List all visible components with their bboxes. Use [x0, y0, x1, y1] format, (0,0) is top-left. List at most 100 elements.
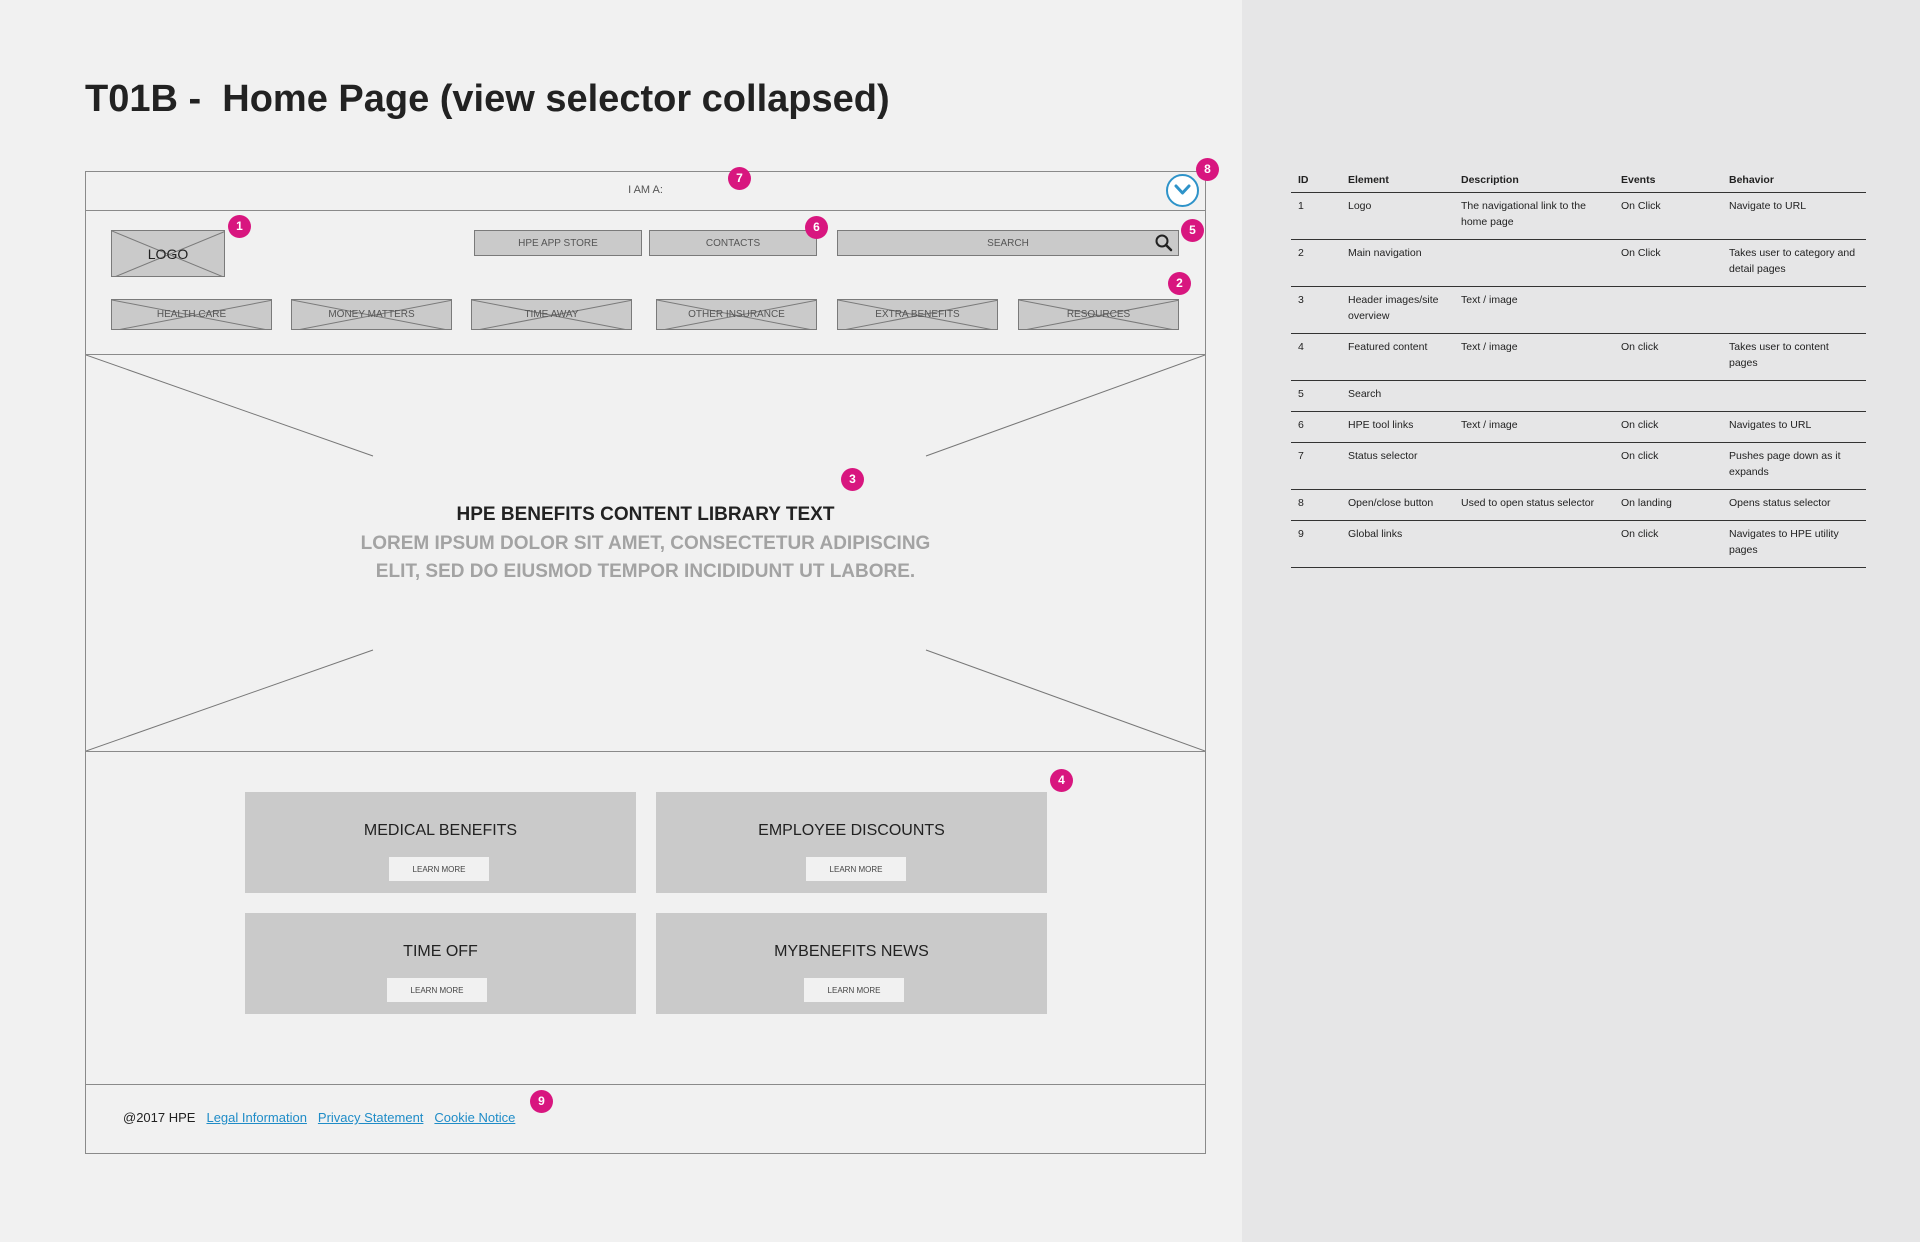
copyright: @2017 HPE	[123, 1110, 196, 1125]
spec-cell: 7	[1291, 442, 1341, 490]
spec-cell: On Click	[1614, 192, 1722, 240]
nav-label: HEALTH CARE	[156, 309, 227, 320]
learn-more-button[interactable]: LEARN MORE	[804, 978, 904, 1002]
divider	[86, 354, 1205, 355]
featured-card[interactable]: EMPLOYEE DISCOUNTS LEARN MORE	[656, 792, 1047, 893]
table-row: 5 Search	[1291, 380, 1866, 412]
table-row: 1 Logo The navigational link to the home…	[1291, 192, 1866, 240]
spec-cell: On click	[1614, 520, 1722, 568]
spec-cell	[1722, 380, 1866, 412]
nav-resources[interactable]: RESOURCES	[1018, 299, 1179, 330]
open-close-button[interactable]	[1166, 174, 1199, 207]
spec-cell: On Click	[1614, 239, 1722, 287]
spec-cell: Open/close button	[1341, 489, 1454, 521]
global-links: @2017 HPE Legal Information Privacy Stat…	[123, 1110, 515, 1125]
annotation-badge: 7	[728, 167, 751, 190]
spec-cell	[1614, 380, 1722, 412]
annotation-badge: 4	[1050, 769, 1073, 792]
spec-cell: 9	[1291, 520, 1341, 568]
tool-link-app-store[interactable]: HPE APP STORE	[474, 230, 642, 256]
annotation-badge: 6	[805, 216, 828, 239]
spec-cell: Used to open status selector	[1454, 489, 1614, 521]
logo-label: LOGO	[147, 245, 189, 262]
spec-cell: Featured content	[1341, 333, 1454, 381]
spec-cell: Logo	[1341, 192, 1454, 240]
nav-time-away[interactable]: TIME AWAY	[471, 299, 632, 330]
spec-cell: Global links	[1341, 520, 1454, 568]
legal-information-link[interactable]: Legal Information	[206, 1110, 307, 1125]
card-title: MEDICAL BENEFITS	[363, 822, 518, 839]
nav-label: EXTRA BENEFITS	[875, 309, 960, 320]
spec-cell: 4	[1291, 333, 1341, 381]
spec-header: Behavior	[1722, 170, 1866, 193]
learn-more-button[interactable]: LEARN MORE	[389, 857, 489, 881]
logo[interactable]: LOGO	[111, 230, 225, 277]
spec-header: Element	[1341, 170, 1454, 193]
featured-card[interactable]: MEDICAL BENEFITS LEARN MORE	[245, 792, 636, 893]
divider	[86, 1084, 1205, 1085]
spec-cell	[1454, 380, 1614, 412]
spec-cell	[1454, 239, 1614, 287]
spec-cell: Text / image	[1454, 286, 1614, 334]
spec-cell: Takes user to content pages	[1722, 333, 1866, 381]
annotation-badge: 3	[841, 468, 864, 491]
spec-cell: Search	[1341, 380, 1454, 412]
featured-card[interactable]: TIME OFF LEARN MORE	[245, 913, 636, 1014]
search-input[interactable]: SEARCH	[837, 230, 1179, 256]
featured-card[interactable]: MYBENEFITS NEWS LEARN MORE	[656, 913, 1047, 1014]
learn-more-button[interactable]: LEARN MORE	[387, 978, 487, 1002]
spec-cell: HPE tool links	[1341, 411, 1454, 443]
nav-other-insurance[interactable]: OTHER INSURANCE	[656, 299, 817, 330]
spec-header: Events	[1614, 170, 1722, 193]
table-row: 4 Featured content Text / image On click…	[1291, 333, 1866, 381]
annotation-badge: 8	[1196, 158, 1219, 181]
search-icon[interactable]	[1154, 233, 1174, 253]
annotation-badge: 5	[1181, 219, 1204, 242]
nav-money-matters[interactable]: MONEY MATTERS	[291, 299, 452, 330]
annotation-badge: 1	[228, 215, 251, 238]
table-row: 8 Open/close button Used to open status …	[1291, 489, 1866, 521]
spec-cell: On click	[1614, 442, 1722, 490]
divider	[86, 210, 1205, 211]
spec-cell	[1454, 520, 1614, 568]
cookie-notice-link[interactable]: Cookie Notice	[434, 1110, 516, 1125]
table-row: 9 Global links On click Navigates to HPE…	[1291, 520, 1866, 568]
page-title: T01B - Home Page (view selector collapse…	[85, 78, 890, 120]
spec-cell: 1	[1291, 192, 1341, 240]
hero-heading: HPE BENEFITS CONTENT LIBRARY TEXT	[456, 504, 835, 525]
tool-link-contacts[interactable]: CONTACTS	[649, 230, 817, 256]
divider	[86, 751, 1205, 752]
hero-image: HPE BENEFITS CONTENT LIBRARY TEXT LOREM …	[85, 354, 1206, 752]
privacy-statement-link[interactable]: Privacy Statement	[317, 1110, 424, 1125]
spec-cell	[1454, 442, 1614, 490]
spec-cell: Main navigation	[1341, 239, 1454, 287]
wireframe-frame: I AM A: LOGO HPE APP STORE CONTACTS SEAR…	[85, 171, 1206, 1154]
spec-cell: 3	[1291, 286, 1341, 334]
status-selector-label[interactable]: I AM A:	[628, 184, 663, 196]
spec-cell: Navigates to HPE utility pages	[1722, 520, 1866, 568]
nav-label: RESOURCES	[1066, 309, 1131, 320]
card-title: TIME OFF	[403, 943, 478, 960]
learn-more-button[interactable]: LEARN MORE	[806, 857, 906, 881]
nav-label: MONEY MATTERS	[328, 309, 415, 320]
spec-cell	[1614, 286, 1722, 334]
annotation-badge: 9	[530, 1090, 553, 1113]
annotation-badge: 2	[1168, 272, 1191, 295]
footer: @2017 HPE Legal Information Privacy Stat…	[86, 1085, 1205, 1153]
spec-cell	[1722, 286, 1866, 334]
spec-cell: Pushes page down as it expands	[1722, 442, 1866, 490]
spec-cell: Text / image	[1454, 333, 1614, 381]
spec-header-row: ID Element Description Events Behavior	[1291, 170, 1866, 193]
chevron-down-icon	[1174, 184, 1191, 195]
nav-label: OTHER INSURANCE	[688, 309, 785, 320]
table-row: 3 Header images/site overview Text / ima…	[1291, 286, 1866, 334]
hero-body: LOREM IPSUM DOLOR SIT AMET, CONSECTETUR …	[360, 533, 931, 582]
nav-health-care[interactable]: HEALTH CARE	[111, 299, 272, 330]
spec-header: Description	[1454, 170, 1614, 193]
nav-extra-benefits[interactable]: EXTRA BENEFITS	[837, 299, 998, 330]
table-row: 6 HPE tool links Text / image On click N…	[1291, 411, 1866, 443]
spec-table: ID Element Description Events Behavior 1…	[1291, 170, 1866, 568]
spec-cell: Opens status selector	[1722, 489, 1866, 521]
spec-cell: On landing	[1614, 489, 1722, 521]
spec-header: ID	[1291, 170, 1341, 193]
